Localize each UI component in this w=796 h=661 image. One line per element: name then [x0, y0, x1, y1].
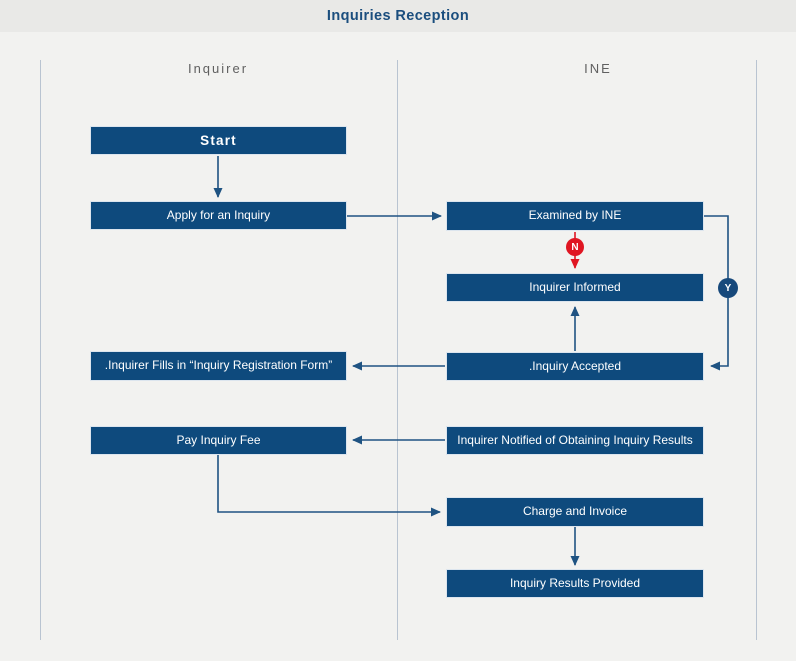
node-fills-registration-form: .Inquirer Fills in “Inquiry Registration…	[90, 351, 347, 381]
node-inquiry-accepted: .Inquiry Accepted	[446, 352, 704, 381]
arrow-pay-to-charge	[217, 455, 441, 517]
lane-divider-left	[40, 60, 41, 640]
diagram-title: Inquiries Reception	[326, 8, 470, 24]
lane-label-ine: INE	[584, 61, 612, 76]
decision-yes-badge: Y	[718, 278, 738, 298]
node-inquiry-results-provided: Inquiry Results Provided	[446, 569, 704, 598]
diagram-title-bar: Inquiries Reception	[0, 0, 796, 32]
lane-divider-middle	[397, 60, 398, 640]
node-start: Start	[90, 126, 347, 155]
node-inquirer-informed: Inquirer Informed	[446, 273, 704, 302]
lane-label-inquirer: Inquirer	[187, 61, 249, 76]
node-inquirer-notified-results: Inquirer Notified of Obtaining Inquiry R…	[446, 426, 704, 455]
node-pay-inquiry-fee: Pay Inquiry Fee	[90, 426, 347, 455]
node-apply-for-inquiry: Apply for an Inquiry	[90, 201, 347, 230]
node-charge-and-invoice: Charge and Invoice	[446, 497, 704, 527]
lane-divider-right	[756, 60, 757, 640]
decision-no-badge: N	[566, 238, 584, 256]
node-examined-by-ine: Examined by INE	[446, 201, 704, 231]
